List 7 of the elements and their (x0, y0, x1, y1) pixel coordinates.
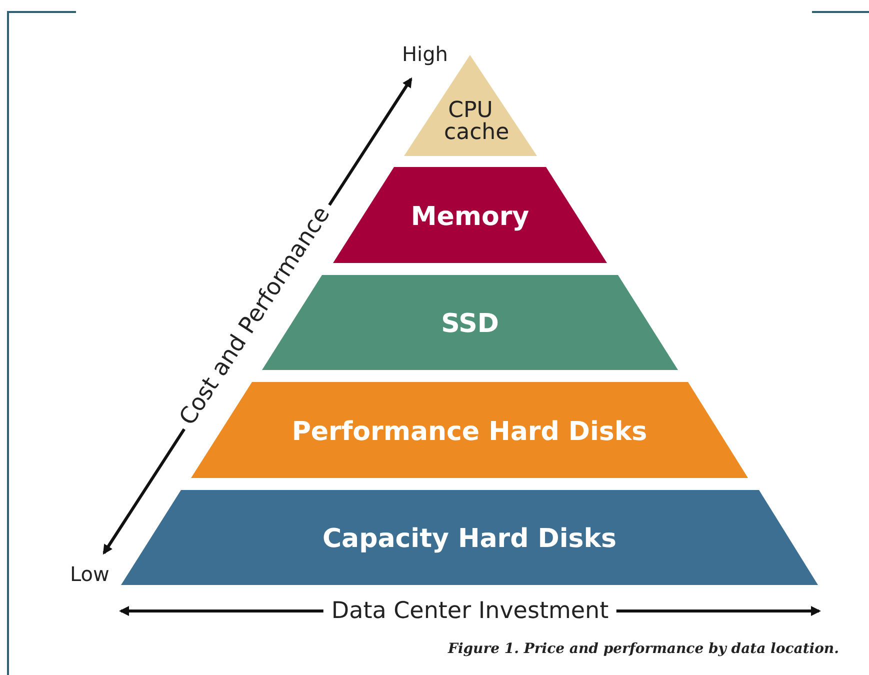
tier-label: CPU cache (444, 98, 510, 145)
tier-label: SSD (441, 309, 499, 340)
figure-caption: Figure 1. Price and performance by data location. (448, 641, 839, 657)
tier-label: Capacity Hard Disks (322, 524, 617, 554)
tier-label: Memory (410, 202, 530, 232)
axis-end-label: Low (70, 562, 110, 586)
axis-end-label: High (402, 42, 448, 66)
